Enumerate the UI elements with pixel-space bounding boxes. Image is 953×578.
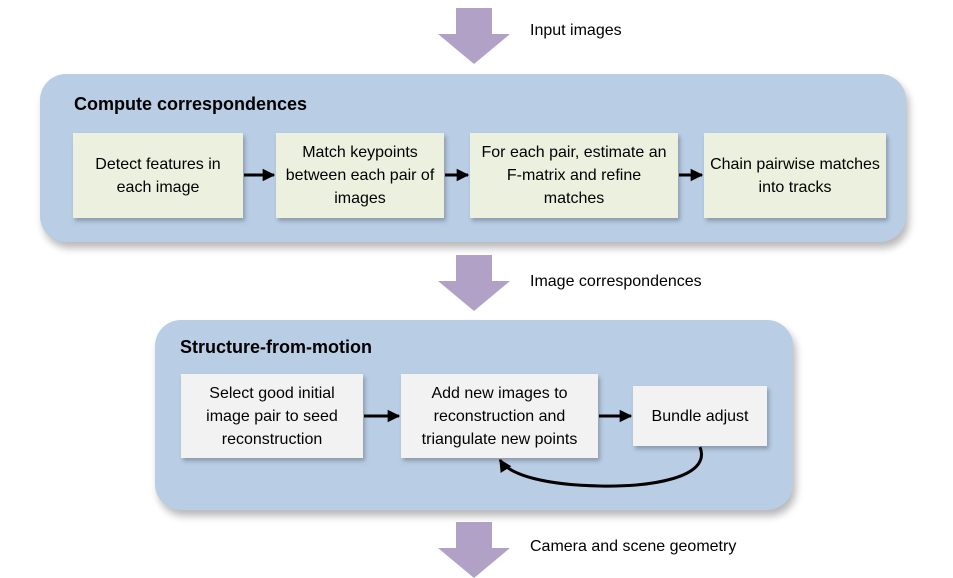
- compute-panel-title: Compute correspondences: [74, 94, 308, 114]
- flow-arrow-output: [438, 522, 510, 578]
- flow-label-input: Input images: [530, 22, 622, 39]
- step-add-new-images: Add new images to reconstruction and tri…: [401, 374, 598, 458]
- step-match-keypoints: Match keypoints between each pair of ima…: [276, 133, 444, 218]
- step-bundle-adjust: Bundle adjust: [633, 386, 767, 446]
- flow-arrow-input: [438, 8, 510, 64]
- step-select-initial-pair: Select good initial image pair to seed r…: [181, 374, 363, 458]
- flow-label-output: Camera and scene geometry: [530, 538, 737, 555]
- flow-arrow-correspondences: [438, 255, 510, 311]
- step-chain-tracks: Chain pairwise matches into tracks: [704, 133, 886, 218]
- step-detect-features: Detect features in each image: [73, 133, 243, 218]
- sfm-panel-title: Structure-from-motion: [180, 337, 372, 357]
- step-estimate-f-matrix: For each pair, estimate an F-matrix and …: [470, 133, 678, 218]
- flow-label-correspondences: Image correspondences: [530, 273, 702, 290]
